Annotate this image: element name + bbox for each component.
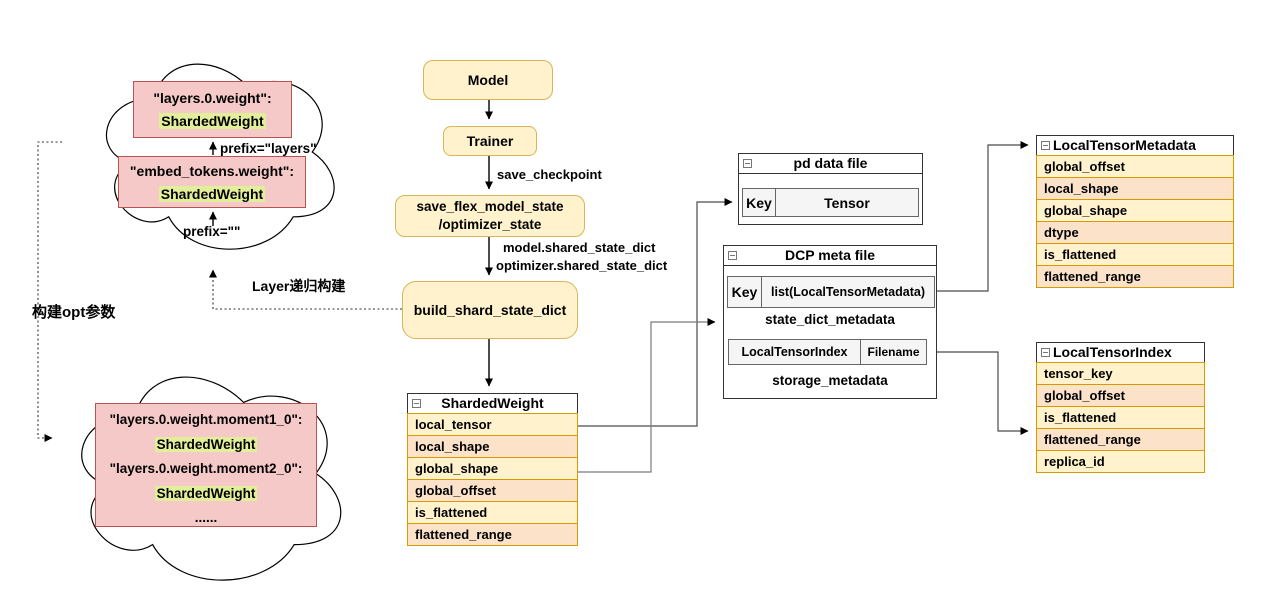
- table-title: pd data file: [793, 155, 868, 171]
- collapse-icon[interactable]: [728, 250, 737, 260]
- dotted-modelcloud-optcloud: [37, 141, 62, 442]
- dict-key: "embed_tokens.weight":: [129, 163, 295, 179]
- table-row: local_tensor: [407, 413, 578, 436]
- table-row: is_flattened: [1036, 406, 1205, 429]
- connector-globalshape-dcpmetafile: [578, 318, 716, 473]
- dcp-map2-row: LocalTensorIndex Filename: [728, 339, 927, 365]
- local-tensor-metadata-header: LocalTensorMetadata: [1036, 135, 1234, 156]
- dcp-meta-file-table: DCP meta file Key list(LocalTensorMetada…: [723, 245, 937, 399]
- local-tensor-metadata-table: LocalTensorMetadata global_offset local_…: [1036, 135, 1234, 288]
- table-row: tensor_key: [1036, 362, 1205, 385]
- trainer-node: Trainer: [443, 126, 537, 156]
- table-row: global_offset: [1036, 155, 1234, 178]
- model-node: Model: [423, 60, 553, 100]
- value-cell: Tensor: [824, 194, 870, 211]
- table-row: is_flattened: [407, 501, 578, 524]
- table-row: flattened_range: [1036, 428, 1205, 451]
- state-dict-metadata-label: state_dict_metadata: [765, 312, 895, 327]
- ellipsis-label: ......: [194, 510, 218, 525]
- key-cell: Key: [743, 189, 776, 216]
- trainer-node-label: Trainer: [466, 132, 514, 149]
- sharded-weight-value: ShardedWeight: [154, 436, 258, 452]
- table-row: flattened_range: [1036, 265, 1234, 288]
- value-cell: list(LocalTensorMetadata): [771, 285, 925, 299]
- table-title: LocalTensorMetadata: [1053, 137, 1196, 153]
- table-row: is_flattened: [1036, 243, 1234, 266]
- table-row: dtype: [1036, 221, 1234, 244]
- dict-key: "layers.0.weight.moment2_0":: [109, 461, 303, 476]
- pd-data-file-row: Key Tensor: [742, 188, 919, 217]
- collapse-icon[interactable]: [412, 398, 421, 408]
- dict-key: "layers.0.weight.moment1_0":: [109, 412, 303, 427]
- save-flex-model-state-node: save_flex_model_state /optimizer_state: [395, 195, 585, 237]
- collapse-icon[interactable]: [1041, 347, 1050, 357]
- dict-entry-layers-weight: "layers.0.weight": ShardedWeight: [133, 81, 292, 138]
- local-tensor-index-table: LocalTensorIndex tensor_key global_offse…: [1036, 342, 1205, 473]
- local-tensor-index-header: LocalTensorIndex: [1036, 342, 1205, 363]
- key-cell: Key: [728, 277, 762, 307]
- build-shard-state-dict-node: build_shard_state_dict: [402, 281, 578, 339]
- dict-entry-embed-tokens: "embed_tokens.weight": ShardedWeight: [118, 156, 306, 208]
- dcp-meta-file-header: DCP meta file: [724, 246, 936, 266]
- save-flex-line1: save_flex_model_state: [416, 199, 564, 214]
- build-shard-label: build_shard_state_dict: [413, 301, 567, 318]
- sharded-weight-table-header: ShardedWeight: [407, 393, 578, 414]
- model-shared-state-dict-label: model.shared_state_dict: [503, 240, 656, 255]
- table-row: local_shape: [407, 435, 578, 458]
- prefix-empty-label: prefix="": [183, 224, 241, 239]
- storage-metadata-label: storage_metadata: [772, 373, 888, 388]
- table-title: DCP meta file: [785, 247, 875, 263]
- dict-key: "layers.0.weight":: [153, 90, 272, 106]
- dict-entry-opt-moments: "layers.0.weight.moment1_0": ShardedWeig…: [95, 403, 317, 527]
- connector-dcp-localtensorindex: [937, 351, 1029, 435]
- table-row: global_offset: [1036, 384, 1205, 407]
- table-row: global_shape: [407, 457, 578, 480]
- sharded-weight-value: ShardedWeight: [159, 113, 266, 129]
- table-row: replica_id: [1036, 450, 1205, 473]
- sharded-weight-value: ShardedWeight: [158, 186, 266, 202]
- table-row: global_shape: [1036, 199, 1234, 222]
- connector-dcp-localtensormetadata: [935, 141, 1029, 292]
- prefix-layers-label: prefix="layers": [220, 141, 317, 156]
- sharded-weight-table: ShardedWeight local_tensor local_shape g…: [407, 393, 578, 546]
- save-flex-line2: /optimizer_state: [438, 217, 542, 232]
- table-row: flattened_range: [407, 523, 578, 546]
- key-cell: LocalTensorIndex: [729, 340, 861, 364]
- dotted-buildshard-modelcloud: [209, 269, 402, 310]
- pd-data-file-table: pd data file Key Tensor: [738, 153, 923, 225]
- table-row: global_offset: [407, 479, 578, 502]
- collapse-icon[interactable]: [1041, 140, 1050, 150]
- pd-data-file-header: pd data file: [739, 154, 922, 174]
- build-opt-params-label: 构建opt参数: [32, 304, 116, 321]
- table-title: ShardedWeight: [441, 395, 544, 411]
- value-cell: Filename: [867, 345, 920, 359]
- table-title: LocalTensorIndex: [1053, 344, 1172, 360]
- table-row: local_shape: [1036, 177, 1234, 200]
- sharded-weight-value: ShardedWeight: [154, 485, 258, 501]
- dcp-map1-row: Key list(LocalTensorMetadata): [727, 276, 935, 308]
- layer-recursive-build-label: Layer递归构建: [252, 278, 346, 294]
- collapse-icon[interactable]: [743, 158, 752, 168]
- save-checkpoint-label: save_checkpoint: [497, 167, 602, 182]
- optimizer-shared-state-dict-label: optimizer.shared_state_dict: [496, 258, 668, 273]
- model-node-label: Model: [467, 71, 509, 88]
- connector-localtensor-pddatafile: [578, 198, 733, 427]
